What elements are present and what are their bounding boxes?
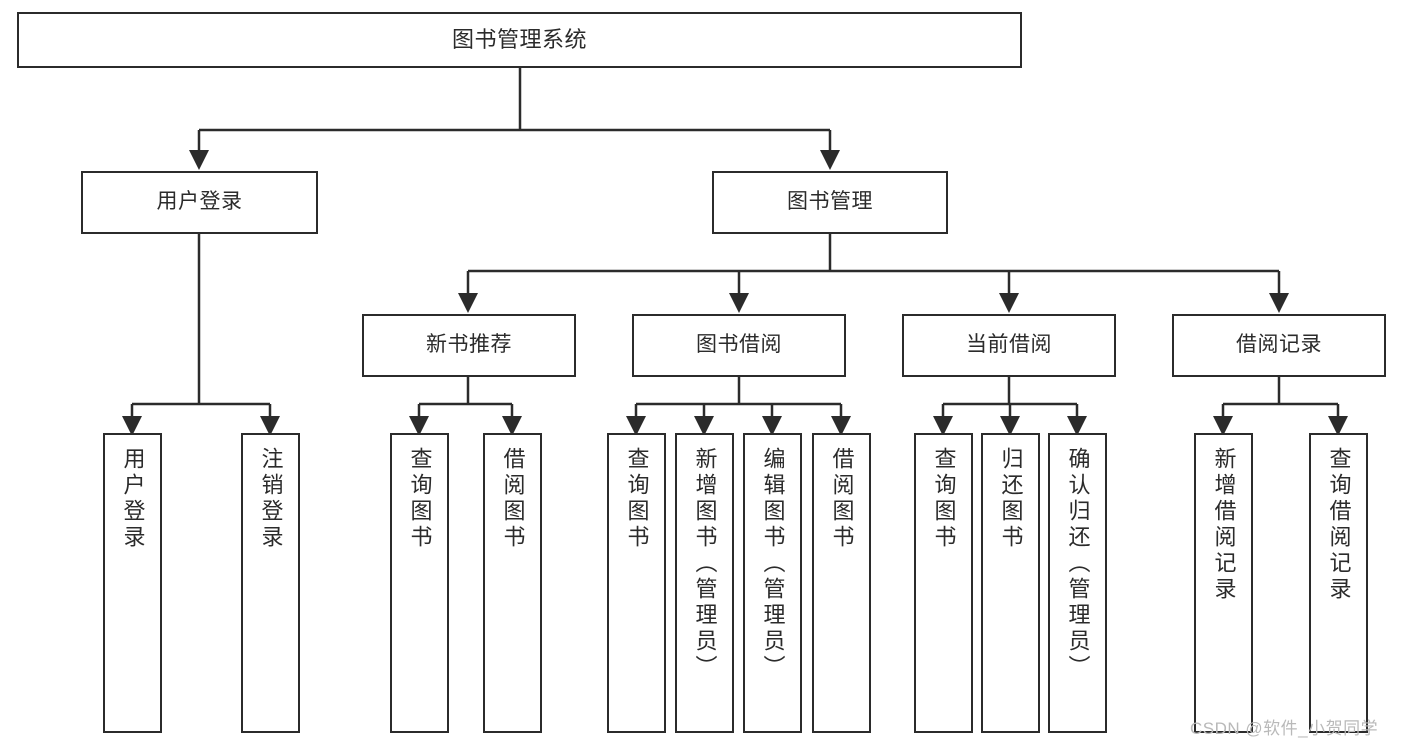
node-label: 查询图书 (624, 447, 650, 551)
node-label: 用户登录 (156, 190, 243, 214)
node-borrow-record[interactable]: 借阅记录 (1172, 314, 1386, 377)
leaf-current-return-book[interactable]: 归还图书 (981, 433, 1040, 733)
node-label: 确认归还（管理员） (1065, 447, 1091, 681)
node-book-borrow[interactable]: 图书借阅 (632, 314, 846, 377)
leaf-borrow-query-book[interactable]: 查询图书 (607, 433, 666, 733)
leaf-borrow-edit-book-admin[interactable]: 编辑图书（管理员） (743, 433, 802, 733)
node-label: 用户登录 (120, 447, 146, 551)
leaf-recommend-borrow-book[interactable]: 借阅图书 (483, 433, 542, 733)
node-label: 借阅记录 (1236, 333, 1322, 357)
node-label: 查询图书 (931, 447, 957, 551)
node-label: 图书管理 (787, 190, 873, 214)
node-label: 图书管理系统 (451, 27, 587, 53)
node-label: 借阅图书 (829, 447, 855, 551)
leaf-current-confirm-return-admin[interactable]: 确认归还（管理员） (1048, 433, 1107, 733)
node-label: 查询图书 (407, 447, 433, 551)
node-label: 新增借阅记录 (1211, 447, 1237, 603)
node-label: 借阅图书 (500, 447, 526, 551)
node-user-login[interactable]: 用户登录 (81, 171, 318, 234)
node-new-book-recommend[interactable]: 新书推荐 (362, 314, 576, 377)
node-label: 注销登录 (258, 447, 284, 551)
node-current-borrow[interactable]: 当前借阅 (902, 314, 1116, 377)
leaf-user-login-logout[interactable]: 注销登录 (241, 433, 300, 733)
node-root-system[interactable]: 图书管理系统 (17, 12, 1022, 68)
node-label: 编辑图书（管理员） (760, 447, 786, 681)
leaf-borrow-borrow-book[interactable]: 借阅图书 (812, 433, 871, 733)
node-label: 归还图书 (998, 447, 1024, 551)
csdn-watermark: CSDN @软件_小贺同学 (1190, 719, 1379, 738)
leaf-borrow-add-book-admin[interactable]: 新增图书（管理员） (675, 433, 734, 733)
node-label: 图书借阅 (696, 333, 782, 357)
leaf-current-query-book[interactable]: 查询图书 (914, 433, 973, 733)
leaf-record-query-record[interactable]: 查询借阅记录 (1309, 433, 1368, 733)
leaf-user-login-login[interactable]: 用户登录 (103, 433, 162, 733)
node-label: 查询借阅记录 (1326, 447, 1352, 603)
node-label: 新增图书（管理员） (692, 447, 718, 681)
node-label: 当前借阅 (966, 333, 1052, 357)
leaf-recommend-query-book[interactable]: 查询图书 (390, 433, 449, 733)
leaf-record-add-record[interactable]: 新增借阅记录 (1194, 433, 1253, 733)
node-book-management[interactable]: 图书管理 (712, 171, 948, 234)
node-label: 新书推荐 (426, 333, 512, 357)
